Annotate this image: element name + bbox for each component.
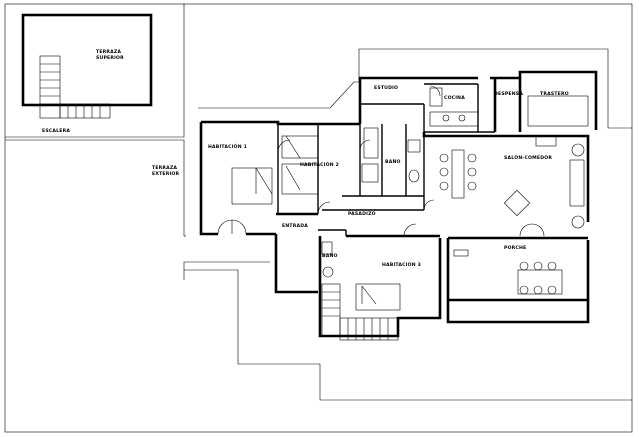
upper-terrace-inset [5,4,185,138]
living-furniture [503,135,585,229]
label-cocina: COCINA [444,96,465,101]
kitchen-counters [429,87,589,127]
label-habitacion-3: HABITACIÓN 3 [382,263,421,268]
porche-table [453,249,563,295]
exterior-walls [199,70,598,338]
label-entrada: ENTRADA [282,224,308,229]
bed-habitacion-3 [355,283,401,311]
label-habitacion-1: HABITACIÓN 1 [208,145,247,150]
label-habitacion-2: HABITACIÓN 2 [300,163,339,168]
page-border [4,3,633,433]
label-pasadizo: PASADIZO [348,212,376,217]
bed-habitacion-1 [231,167,273,205]
terrace-outline [5,48,632,401]
label-despensa: DESPENSA [494,92,524,97]
bed-habitacion-2 [281,135,319,195]
label-terraza-exterior: TERRAZA EXTERIOR [152,166,180,177]
label-terraza-superior: TERRAZA SUPERIOR [96,50,124,61]
label-porche: PORCHE [504,246,527,251]
dining-table-salon [439,149,477,199]
lower-stair [321,283,399,341]
doors [217,85,545,237]
label-bano-2: BAÑO [322,254,338,259]
label-estudio: ESTUDIO [374,86,399,91]
bath-fixtures [321,127,421,278]
label-trastero: TRASTERO [540,92,569,97]
label-bano-1: BAÑO [385,160,401,165]
label-escalera: ESCALERA [42,129,71,134]
label-salon-comedor: SALÓN-COMEDOR [504,156,553,161]
